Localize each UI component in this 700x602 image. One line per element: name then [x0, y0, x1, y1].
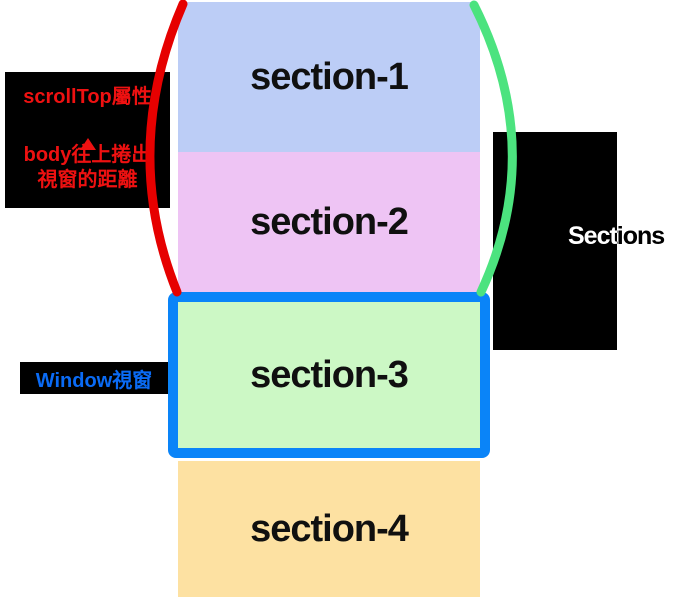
section-4-block: section-4	[178, 461, 480, 597]
window-annotation-label: Window視窗	[35, 369, 153, 392]
scrolltop-title: scrollTop屬性	[23, 86, 152, 108]
up-arrow-icon	[79, 115, 96, 150]
sections-annotation-label: Sections	[568, 222, 665, 250]
section-4-label: section-4	[250, 507, 409, 550]
window-viewport-box: section-3	[168, 292, 490, 458]
scrolltop-desc-line1: body往上捲出	[23, 144, 152, 166]
scrolltop-annotation-box: scrollTop屬性 body往上捲出 視窗的距離	[5, 72, 170, 208]
section-2-block: section-2	[178, 152, 480, 293]
window-annotation-box: Window視窗	[20, 362, 168, 394]
section-2-label: section-2	[250, 201, 409, 243]
section-1-label: section-1	[250, 55, 409, 98]
section-3-label: section-3	[250, 353, 409, 396]
scrolltop-desc-line2: 視窗的距離	[37, 169, 138, 191]
section-1-block: section-1	[178, 2, 480, 152]
